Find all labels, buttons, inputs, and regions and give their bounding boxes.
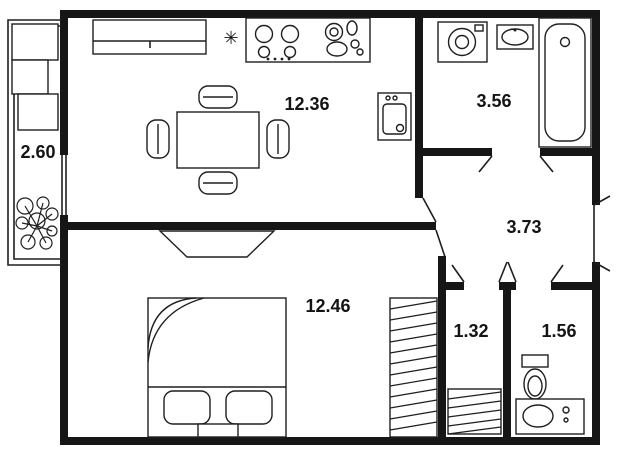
wall-left-lower [60, 215, 68, 445]
dining-set [146, 85, 290, 195]
pillow [163, 390, 211, 425]
bathroom [437, 17, 592, 148]
dish-rack-icon [324, 20, 364, 57]
room-area-label-kitchen: 12.36 [284, 94, 329, 114]
room-area-label-bathroom: 3.56 [476, 91, 511, 111]
chair [146, 119, 170, 159]
wall-hall-bottom-pier [499, 282, 516, 290]
kitchen-cabinet [92, 19, 207, 55]
wall-room-divider [68, 222, 436, 230]
dining-table [176, 111, 260, 169]
chair [198, 171, 238, 195]
shelf-rack-icon [447, 388, 502, 435]
kitchen-living-room: ✳ [92, 17, 412, 195]
room-area-label-bedroom: 12.46 [305, 296, 350, 316]
toilet-icon [521, 354, 549, 400]
bed-icon [147, 297, 287, 438]
wall-bathroom-bottom-left [415, 148, 492, 156]
balcony-cabinet [11, 23, 59, 61]
wall-kitchen-bathroom [415, 18, 423, 148]
wall-top [60, 10, 600, 18]
kitchen-counter [245, 17, 371, 63]
storage-room [447, 388, 502, 435]
kitchen-sink-icon [377, 92, 412, 141]
wall-bathroom-bottom-right [540, 148, 600, 156]
bathroom-sink-icon [496, 24, 534, 50]
balcony-outline [7, 19, 62, 266]
bed-footboard [197, 423, 239, 438]
plant-icon [15, 196, 59, 250]
wall-bottom [60, 437, 600, 445]
bedroom [147, 230, 438, 438]
bathtub-icon [538, 17, 592, 148]
wall-right-lower [592, 262, 600, 445]
room-labels: 2.60 12.36 3.56 3.73 12.46 1.32 1.56 [20, 91, 576, 341]
dresser-icon [158, 230, 276, 258]
balcony-cabinet [17, 93, 59, 131]
wardrobe-icon [389, 297, 438, 438]
room-area-label-wc: 1.56 [541, 321, 576, 341]
wall-bedroom-storage [438, 256, 446, 440]
wall-left-upper [60, 10, 68, 155]
wall-hall-bottom-c [551, 282, 600, 290]
washing-machine-icon [437, 21, 488, 63]
balcony-window [61, 155, 67, 215]
wall-kitchen-hall [415, 156, 423, 198]
wall-hall-bottom-a [438, 282, 464, 290]
stove-icon [254, 24, 300, 61]
room-area-label-storage: 1.32 [453, 321, 488, 341]
vanity-sink-icon [515, 398, 585, 435]
wc-room [515, 354, 585, 435]
wall-right-upper [592, 10, 600, 205]
chair [198, 85, 238, 109]
room-area-label-hallway: 3.73 [506, 217, 541, 237]
pillow [225, 390, 273, 425]
chair [266, 119, 290, 159]
snowflake-icon: ✳ [223, 28, 238, 48]
walls [60, 10, 600, 445]
balcony [7, 19, 62, 266]
door-reveal-lines [422, 155, 611, 283]
wall-storage-wc [503, 290, 511, 440]
room-area-label-balcony: 2.60 [20, 142, 55, 162]
balcony-cabinet [11, 59, 49, 95]
